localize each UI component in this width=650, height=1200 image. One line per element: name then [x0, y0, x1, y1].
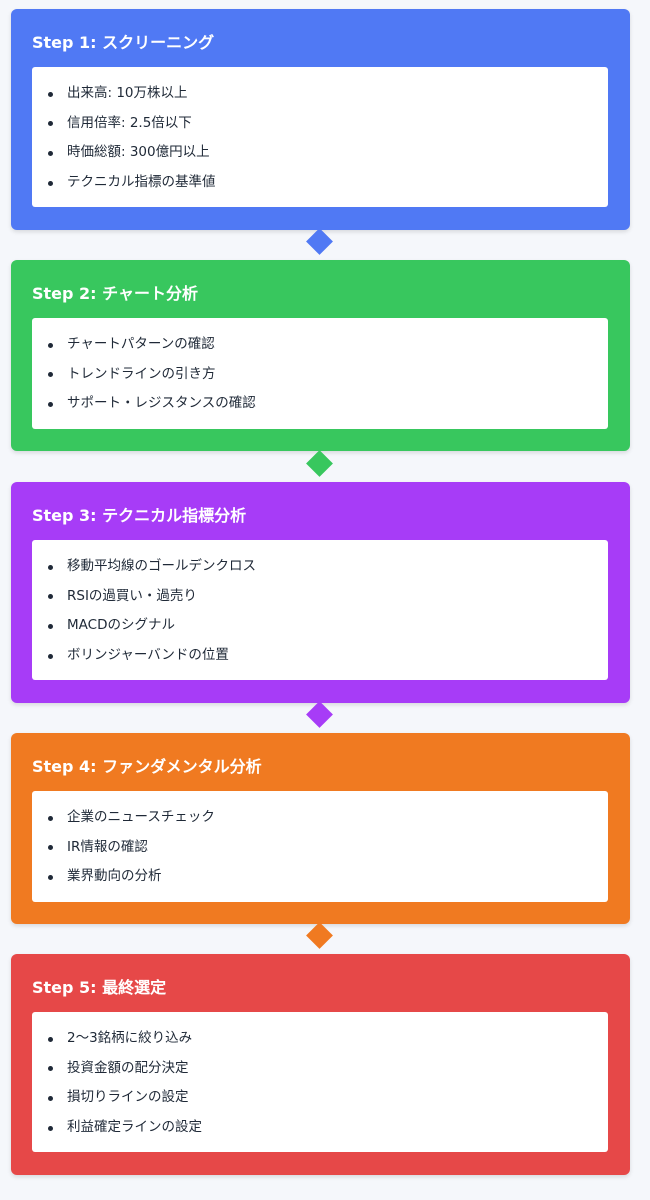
step-5-title: Step 5: 最終選定 — [32, 978, 167, 997]
bullet-icon — [48, 1066, 53, 1072]
step-2-panel: チャートパターンの確認 トレンドラインの引き方 サポート・レジスタンスの確認 — [32, 318, 608, 429]
bullet-icon — [48, 564, 53, 570]
step-4-list: 企業のニュースチェック IR情報の確認 業界動向の分析 — [32, 791, 608, 892]
step-1-panel: 出来高: 10万株以上 信用倍率: 2.5倍以下 時価総額: 300億円以上 テ… — [32, 67, 608, 207]
step-1-item-label: テクニカル指標の基準値 — [67, 174, 216, 191]
step-2-item-label: サポート・レジスタンスの確認 — [67, 395, 256, 412]
step-4-item-label: IR情報の確認 — [67, 838, 148, 855]
step-5-item-label: 損切りラインの設定 — [67, 1089, 189, 1106]
step-1-list: 出来高: 10万株以上 信用倍率: 2.5倍以下 時価総額: 300億円以上 テ… — [32, 67, 608, 198]
step-4-title: Step 4: ファンダメンタル分析 — [32, 757, 262, 776]
step-3-item: ボリンジャーバンドの位置 — [32, 641, 608, 671]
bullet-icon — [48, 623, 53, 629]
step-1-item-label: 時価総額: 300億円以上 — [67, 144, 210, 161]
step-2-list: チャートパターンの確認 トレンドラインの引き方 サポート・レジスタンスの確認 — [32, 318, 608, 419]
bullet-icon — [48, 342, 53, 348]
bullet-icon — [48, 845, 53, 851]
step-4-item: IR情報の確認 — [32, 833, 608, 863]
step-5-item: 損切りラインの設定 — [32, 1083, 608, 1113]
step-5-item-label: 投資金額の配分決定 — [67, 1059, 189, 1076]
connector-diamond-icon — [306, 922, 333, 949]
step-5-list: 2〜3銘柄に絞り込み 投資金額の配分決定 損切りラインの設定 利益確定ラインの設… — [32, 1012, 608, 1143]
bullet-icon — [48, 594, 53, 600]
step-3-item-label: RSIの過買い・過売り — [67, 587, 197, 604]
step-1-item-label: 出来高: 10万株以上 — [67, 85, 188, 101]
bullet-icon — [48, 874, 53, 880]
connector-diamond-icon — [306, 701, 333, 728]
step-1-box: Step 1: スクリーニング 出来高: 10万株以上 信用倍率: 2.5倍以下… — [11, 9, 630, 230]
step-3-item-label: 移動平均線のゴールデンクロス — [67, 558, 256, 574]
bullet-icon — [48, 91, 53, 97]
step-4-box: Step 4: ファンダメンタル分析 企業のニュースチェック IR情報の確認 業… — [11, 733, 630, 924]
step-5-panel: 2〜3銘柄に絞り込み 投資金額の配分決定 損切りラインの設定 利益確定ラインの設… — [32, 1012, 608, 1152]
step-5-item-label: 利益確定ラインの設定 — [67, 1119, 202, 1136]
bullet-icon — [48, 121, 53, 127]
step-3-item-label: ボリンジャーバンドの位置 — [67, 647, 229, 664]
step-5-item: 利益確定ラインの設定 — [32, 1113, 608, 1143]
bullet-icon — [48, 1095, 53, 1101]
step-3-box: Step 3: テクニカル指標分析 移動平均線のゴールデンクロス RSIの過買い… — [11, 482, 630, 703]
bullet-icon — [48, 653, 53, 659]
step-3-list: 移動平均線のゴールデンクロス RSIの過買い・過売り MACDのシグナル ボリン… — [32, 540, 608, 671]
bullet-icon — [48, 1125, 53, 1131]
step-3-item-label: MACDのシグナル — [67, 617, 175, 634]
step-1-title: Step 1: スクリーニング — [32, 33, 215, 52]
step-2-item-label: トレンドラインの引き方 — [67, 365, 216, 382]
step-5-box: Step 5: 最終選定 2〜3銘柄に絞り込み 投資金額の配分決定 損切りライン… — [11, 954, 630, 1175]
step-2-item: チャートパターンの確認 — [32, 330, 608, 360]
step-1-item: 時価総額: 300億円以上 — [32, 138, 608, 168]
bullet-icon — [48, 150, 53, 156]
step-4-item-label: 業界動向の分析 — [67, 868, 162, 885]
step-1-item: 信用倍率: 2.5倍以下 — [32, 109, 608, 139]
step-3-item: 移動平均線のゴールデンクロス — [32, 552, 608, 582]
step-3-panel: 移動平均線のゴールデンクロス RSIの過買い・過売り MACDのシグナル ボリン… — [32, 540, 608, 680]
bullet-icon — [48, 815, 53, 821]
step-2-item: サポート・レジスタンスの確認 — [32, 389, 608, 419]
step-5-item: 投資金額の配分決定 — [32, 1054, 608, 1084]
step-5-item: 2〜3銘柄に絞り込み — [32, 1024, 608, 1054]
step-4-item: 企業のニュースチェック — [32, 803, 608, 833]
step-3-item: RSIの過買い・過売り — [32, 582, 608, 612]
step-4-item: 業界動向の分析 — [32, 862, 608, 892]
step-2-box: Step 2: チャート分析 チャートパターンの確認 トレンドラインの引き方 サ… — [11, 260, 630, 451]
step-5-item-label: 2〜3銘柄に絞り込み — [67, 1030, 193, 1046]
step-2-item: トレンドラインの引き方 — [32, 360, 608, 390]
step-3-title: Step 3: テクニカル指標分析 — [32, 506, 247, 525]
step-4-item-label: 企業のニュースチェック — [67, 809, 215, 825]
bullet-icon — [48, 180, 53, 186]
connector-diamond-icon — [306, 228, 333, 255]
bullet-icon — [48, 372, 53, 378]
bullet-icon — [48, 401, 53, 407]
step-1-item: 出来高: 10万株以上 — [32, 79, 608, 109]
step-2-item-label: チャートパターンの確認 — [67, 336, 215, 352]
step-1-item-label: 信用倍率: 2.5倍以下 — [67, 114, 192, 131]
step-4-panel: 企業のニュースチェック IR情報の確認 業界動向の分析 — [32, 791, 608, 902]
bullet-icon — [48, 1036, 53, 1042]
step-1-item: テクニカル指標の基準値 — [32, 168, 608, 198]
connector-diamond-icon — [306, 450, 333, 477]
step-3-item: MACDのシグナル — [32, 611, 608, 641]
step-2-title: Step 2: チャート分析 — [32, 284, 198, 303]
